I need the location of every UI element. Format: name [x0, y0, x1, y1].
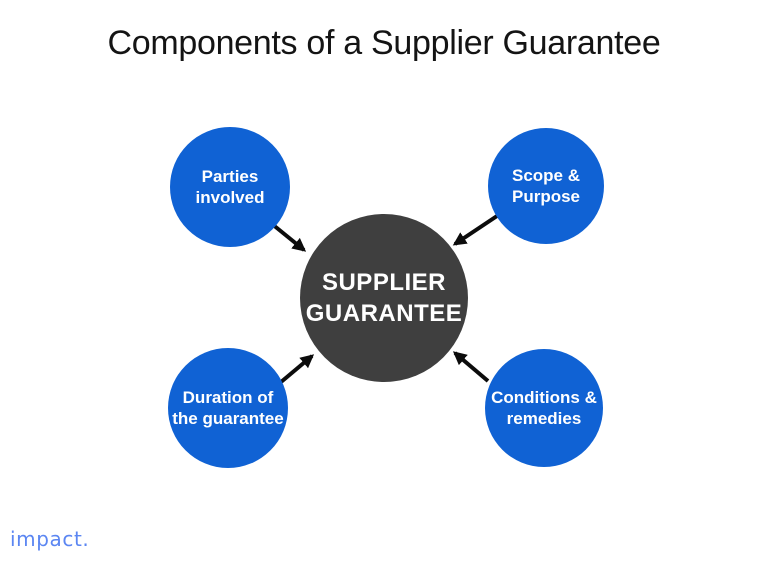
arrow-conditions-to-center: [452, 351, 490, 383]
node-duration-of-guarantee: Duration of the guarantee: [168, 348, 288, 468]
node-label: Scope & Purpose: [512, 165, 580, 207]
arrow-parties-to-center: [270, 222, 307, 252]
center-label-line: SUPPLIER: [321, 269, 446, 296]
node-label-line: Scope &: [511, 166, 581, 185]
node-label-line: involved: [195, 188, 265, 207]
node-label: Parties involved: [196, 166, 265, 208]
node-label-line: Purpose: [511, 187, 581, 206]
arrow-duration-to-center: [279, 354, 315, 384]
node-supplier-guarantee-center: SUPPLIER GUARANTEE: [300, 214, 468, 382]
node-conditions-remedies: Conditions & remedies: [485, 349, 603, 467]
page-title: Components of a Supplier Guarantee: [107, 24, 661, 62]
node-label: Duration of the guarantee: [172, 387, 283, 429]
center-label: SUPPLIER GUARANTEE: [306, 267, 463, 329]
node-parties-involved: Parties involved: [170, 127, 290, 247]
node-label-line: Conditions &: [491, 388, 597, 407]
node-label: Conditions & remedies: [491, 387, 597, 429]
node-label-line: remedies: [506, 409, 582, 428]
node-scope-purpose: Scope & Purpose: [488, 128, 604, 244]
center-label-line: GUARANTEE: [305, 300, 463, 327]
node-label-line: Parties: [201, 167, 259, 186]
impact-logo: impact.: [10, 527, 90, 551]
node-label-line: Duration of: [182, 388, 274, 407]
node-label-line: the guarantee: [172, 409, 284, 428]
arrow-scope-to-center: [452, 214, 499, 246]
